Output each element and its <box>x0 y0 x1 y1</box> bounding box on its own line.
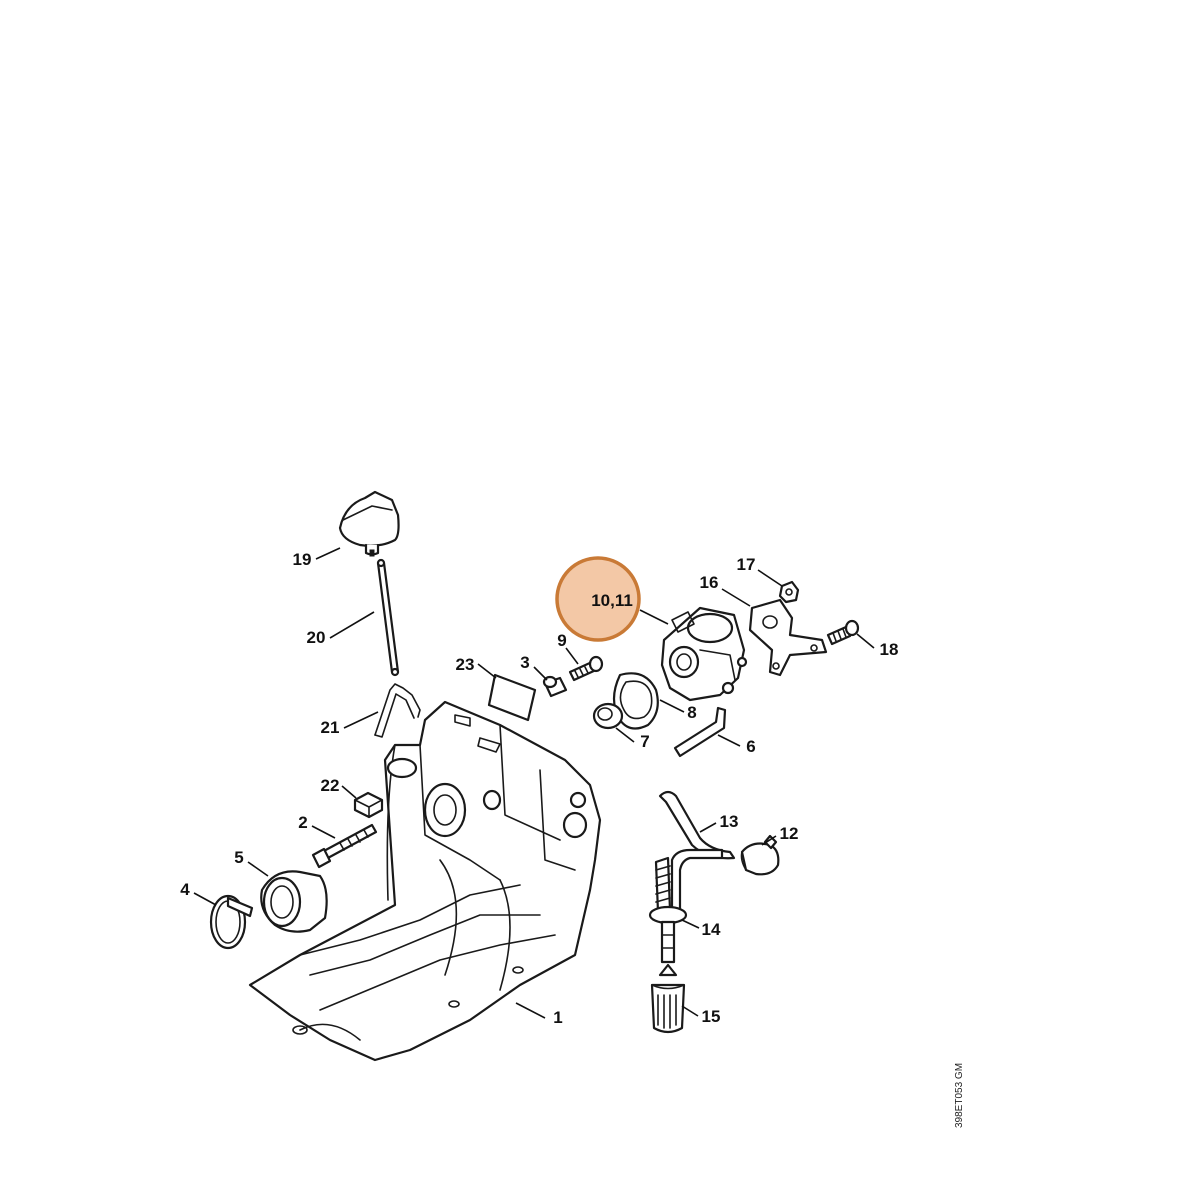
part-20-cord <box>376 558 400 677</box>
leader-6 <box>717 734 741 747</box>
leader-16 <box>721 588 751 607</box>
leader-20 <box>329 611 375 639</box>
callout-6: 6 <box>746 737 755 756</box>
callout-22: 22 <box>321 776 340 795</box>
leader-2 <box>311 825 336 839</box>
part-6-hose <box>673 706 727 758</box>
callout-1: 1 <box>553 1008 562 1027</box>
part-18-screw <box>826 619 860 646</box>
callout-14: 14 <box>702 920 721 939</box>
leader-lines <box>193 547 875 1019</box>
part-7-flange <box>592 702 624 730</box>
callout-9: 9 <box>557 631 566 650</box>
part-2-bolt <box>311 823 378 869</box>
leader-8 <box>659 699 685 713</box>
callout-labels: 1 2 3 4 5 6 7 8 9 10,11 12 13 14 15 16 1… <box>180 550 898 1027</box>
leader-18 <box>856 633 875 649</box>
callout-4: 4 <box>180 880 190 899</box>
part-10-11-carburetor <box>660 606 748 702</box>
leader-4 <box>193 892 217 906</box>
part-5-manifold <box>260 870 328 933</box>
leader-17 <box>757 569 783 587</box>
callout-23: 23 <box>456 655 475 674</box>
callout-19: 19 <box>293 550 312 569</box>
callout-15: 15 <box>702 1007 721 1026</box>
leader-13 <box>699 822 717 833</box>
leader-23 <box>477 663 497 679</box>
callout-16: 16 <box>700 573 719 592</box>
leader-3 <box>533 666 548 681</box>
leader-9 <box>565 647 579 665</box>
leader-15 <box>681 1005 699 1017</box>
callout-10-11: 10,11 <box>591 591 633 610</box>
callout-3: 3 <box>520 653 529 672</box>
leader-22 <box>341 785 357 799</box>
callout-13: 13 <box>720 812 739 831</box>
callout-5: 5 <box>234 848 243 867</box>
leader-19 <box>315 547 341 560</box>
highlight-circle <box>555 556 641 642</box>
part-16-plate <box>748 598 828 677</box>
leader-10-11 <box>639 609 669 625</box>
callout-2: 2 <box>298 813 307 832</box>
part-9-screw <box>568 655 604 682</box>
part-12-plug <box>740 834 780 876</box>
callout-18: 18 <box>880 640 899 659</box>
part-17-nut <box>778 580 800 604</box>
callout-21: 21 <box>321 718 340 737</box>
leader-7 <box>615 727 635 743</box>
part-3-sleeve <box>542 675 568 698</box>
part-21-bracket <box>374 683 421 738</box>
reference-code: 398ET053 GM <box>954 1063 965 1128</box>
callout-12: 12 <box>780 824 799 843</box>
part-22-square-nut <box>353 791 384 819</box>
part-1-tank-housing <box>248 700 602 1062</box>
callout-7: 7 <box>640 732 649 751</box>
leader-12 <box>761 835 777 846</box>
leader-14 <box>681 919 700 929</box>
leader-21 <box>343 711 379 729</box>
part-19-tank-cap <box>338 490 400 557</box>
callout-17: 17 <box>737 555 756 574</box>
callout-8: 8 <box>687 703 696 722</box>
callout-20: 20 <box>307 628 326 647</box>
leader-1 <box>515 1002 546 1019</box>
part-15-filter <box>650 963 686 1034</box>
leader-5 <box>247 861 269 877</box>
part-14-pickup <box>648 848 724 964</box>
part-4-clamp <box>209 894 254 950</box>
part-23-sticker <box>487 673 537 722</box>
